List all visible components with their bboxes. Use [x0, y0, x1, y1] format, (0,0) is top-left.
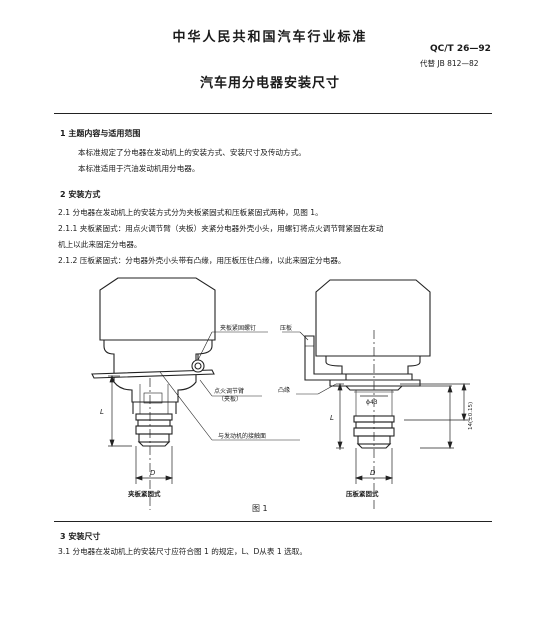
left-distributor-drawing	[91, 277, 216, 510]
clause-3-1: 3.1 分电器在发动机上的安装尺寸应符合图 1 的规定，L、D从表 1 选取。	[58, 547, 307, 556]
left-leader-lines	[159, 331, 300, 441]
section-1-paragraph-2: 本标准适用于汽油发动机用分电器。	[78, 164, 200, 173]
section-1-paragraph-1: 本标准规定了分电器在发动机上的安装方式、安装尺寸及传动方式。	[78, 148, 306, 157]
section-2-heading: 2 安装方式	[60, 190, 101, 199]
dim-L-right: L	[330, 414, 334, 422]
left-dimension-lines	[108, 374, 174, 484]
section-3-heading: 3 安装尺寸	[60, 532, 101, 541]
figure-1-diagram: 夹板紧固螺钉 点火调节臂 （夹板） 与发动机的接触面 压板 凸缘 L D L D…	[91, 277, 474, 510]
standard-code: QC/T 26—92	[430, 44, 491, 54]
caption-press-type: 压板紧固式	[346, 489, 379, 498]
clause-2-1: 2.1 分电器在发动机上的安装方式分为夹板紧固式和压板紧固式两种，见图 1。	[58, 208, 323, 217]
replaced-standard: 代替 JB 812—82	[420, 59, 479, 68]
section-1-heading: 1 主题内容与适用范围	[60, 129, 141, 138]
dim-D-left: D	[150, 469, 156, 477]
figure-caption: 图 1	[252, 504, 268, 513]
label-flange: 凸缘	[278, 386, 290, 394]
dim-D-right: D	[370, 469, 376, 477]
label-clamp-bolt: 夹板紧固螺钉	[220, 324, 256, 332]
document-title: 汽车用分电器安装尺寸	[199, 76, 340, 91]
dim-14-tolerance: 14(±0.15)	[468, 402, 474, 430]
clause-2-1-2: 2.1.2 压板紧固式：分电器外壳小头带有凸缘，用压板压住凸缘，以此来固定分电器…	[58, 256, 346, 265]
standard-organization-header: 中华人民共和国汽车行业标准	[172, 30, 368, 45]
label-engine-contact-surface: 与发动机的接触面	[218, 432, 266, 440]
label-press-plate: 压板	[280, 324, 292, 332]
section-divider	[54, 521, 492, 522]
caption-clamp-type: 夹板紧固式	[128, 489, 161, 498]
right-distributor-drawing	[304, 279, 431, 510]
label-ignition-arm: 点火调节臂	[214, 387, 244, 395]
right-leader-lines	[282, 331, 337, 395]
clause-2-1-1-line-2: 机上以此来固定分电器。	[58, 240, 142, 249]
dim-phi43: ϕ43	[366, 399, 378, 406]
dim-L-left: L	[100, 408, 104, 416]
label-ignition-arm-sub: （夹板）	[218, 395, 242, 403]
clause-2-1-1-line-1: 2.1.1 夹板紧固式：用点火调节臂（夹板）夹紧分电器外壳小头，用螺钉将点火调节…	[58, 224, 384, 233]
right-dimension-lines	[336, 382, 470, 484]
title-divider	[54, 113, 492, 114]
